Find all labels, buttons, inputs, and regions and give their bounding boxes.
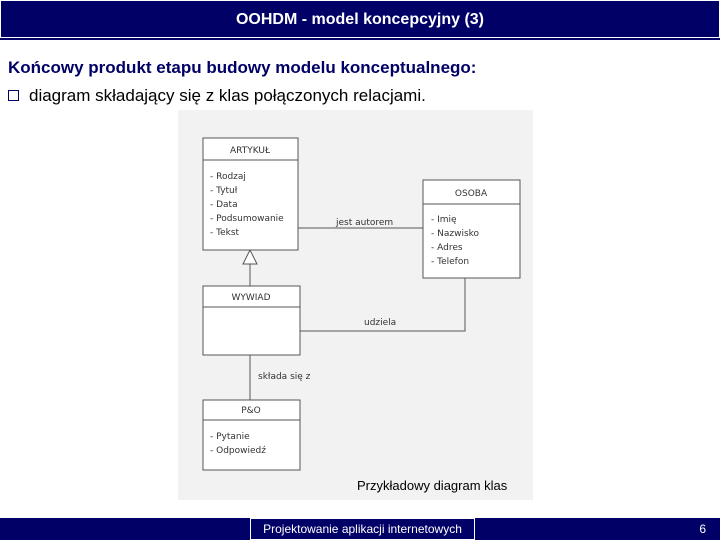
class-name-artykul: ARTYKUŁ bbox=[230, 146, 271, 156]
title-rule bbox=[0, 38, 720, 40]
slide-title: OOHDM - model koncepcyjny (3) bbox=[0, 0, 720, 38]
attr-osoba-2: - Adres bbox=[431, 243, 463, 253]
page-number: 6 bbox=[699, 522, 706, 536]
relation-label-sklada-sie-z: składa się z bbox=[258, 372, 311, 382]
inheritance-arrow bbox=[242, 248, 258, 265]
relation-label-udziela: udziela bbox=[364, 318, 396, 328]
attr-artykul-2: - Data bbox=[210, 200, 238, 210]
bullet-text: diagram składający się z klas połączonyc… bbox=[29, 86, 426, 105]
attr-artykul-3: - Podsumowanie bbox=[210, 214, 284, 224]
relation-line-udziela bbox=[300, 278, 466, 332]
class-wywiad: WYWIAD bbox=[202, 285, 301, 356]
footer-bar bbox=[0, 518, 720, 540]
attr-osoba-3: - Telefon bbox=[431, 257, 469, 267]
class-artykul: ARTYKUŁ - Rodzaj - Tytuł - Data - Podsum… bbox=[202, 137, 299, 251]
bullet-item: diagram składający się z klas połączonyc… bbox=[8, 86, 426, 106]
class-pio: P&O - Pytanie - Odpowiedź bbox=[202, 399, 301, 471]
relation-label-jest-autorem: jest autorem bbox=[335, 218, 393, 228]
class-name-osoba: OSOBA bbox=[455, 189, 488, 199]
attr-pio-0: - Pytanie bbox=[210, 432, 250, 442]
attr-osoba-0: - Imię bbox=[431, 215, 457, 225]
footer-text: Projektowanie aplikacji internetowych bbox=[250, 518, 475, 540]
bullet-square-icon bbox=[8, 90, 19, 101]
diagram-caption: Przykładowy diagram klas bbox=[357, 478, 508, 493]
class-name-wywiad: WYWIAD bbox=[231, 293, 270, 303]
attr-pio-1: - Odpowiedź bbox=[210, 446, 266, 456]
class-osoba: OSOBA - Imię - Nazwisko - Adres - Telefo… bbox=[422, 179, 521, 279]
class-diagram-svg: ARTYKUŁ - Rodzaj - Tytuł - Data - Podsum… bbox=[202, 137, 521, 471]
attr-osoba-1: - Nazwisko bbox=[431, 229, 480, 239]
slide-heading: Końcowy produkt etapu budowy modelu konc… bbox=[8, 58, 477, 77]
class-name-pio: P&O bbox=[241, 406, 261, 416]
attr-artykul-1: - Tytuł bbox=[210, 186, 238, 196]
attr-artykul-0: - Rodzaj bbox=[210, 172, 246, 182]
attr-artykul-4: - Tekst bbox=[210, 228, 240, 238]
class-diagram: ARTYKUŁ - Rodzaj - Tytuł - Data - Podsum… bbox=[178, 110, 533, 500]
